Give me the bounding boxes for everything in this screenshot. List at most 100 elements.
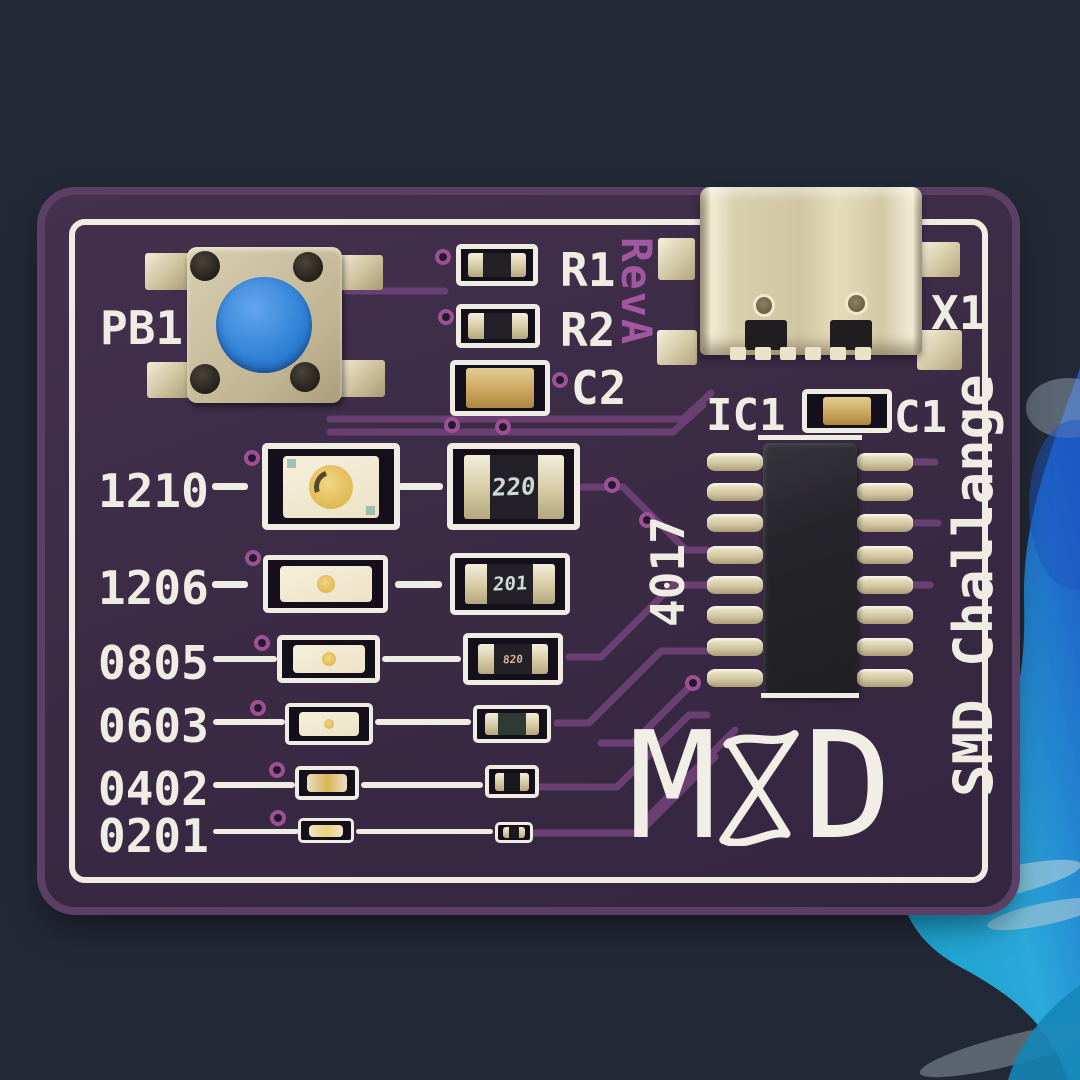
c1-label: C1 xyxy=(894,392,947,443)
resistor-court-0603 xyxy=(473,705,551,743)
button-corner-pin xyxy=(190,364,220,394)
ic-part-number: 4017 xyxy=(641,516,695,627)
led-terminal xyxy=(287,458,296,468)
ic-silk-mark xyxy=(758,435,862,440)
silk-link xyxy=(213,719,285,725)
usb-pin xyxy=(855,347,871,360)
copper-trace xyxy=(647,726,739,818)
silk-link xyxy=(356,829,493,834)
led-1210 xyxy=(283,455,379,518)
ic-pin xyxy=(857,546,913,564)
via xyxy=(269,762,285,778)
pcb-board: PB1 R1 R2 C2 RevA xyxy=(45,187,1012,907)
via xyxy=(685,675,701,691)
copper-trace xyxy=(536,711,711,791)
via xyxy=(245,550,261,566)
usb-pin xyxy=(730,347,746,360)
usb-mount-pad xyxy=(658,238,695,280)
via xyxy=(254,635,270,651)
usb-pin xyxy=(805,347,821,360)
r2-court xyxy=(456,304,540,348)
via xyxy=(270,810,286,826)
led-0603 xyxy=(299,712,359,736)
resistor-r1 xyxy=(468,253,526,277)
push-button xyxy=(187,247,342,403)
led-0201 xyxy=(309,824,343,837)
row-label-0805: 0805 xyxy=(98,636,209,690)
usb-pin xyxy=(830,347,846,360)
via xyxy=(435,249,451,265)
resistor-0402 xyxy=(495,772,529,791)
button-corner-pin xyxy=(293,252,323,282)
ic-silk-mark xyxy=(761,693,859,698)
ic-pin xyxy=(707,638,763,656)
ic1-label: IC1 xyxy=(706,390,786,441)
resistor-0805: 820 xyxy=(478,644,548,674)
resistor-court-0805: 820 xyxy=(463,633,563,685)
row-label-0603: 0603 xyxy=(98,699,209,753)
resistor-1210: 220 xyxy=(463,454,564,519)
usb-pin xyxy=(755,347,771,360)
button-pad xyxy=(335,360,385,397)
copper-trace xyxy=(641,753,719,831)
resistor-court-0201 xyxy=(495,822,533,843)
led-0402 xyxy=(307,774,347,792)
button-corner-pin xyxy=(290,362,320,392)
ic-pin xyxy=(857,669,913,687)
usb-rivet xyxy=(845,292,868,315)
ic-pin xyxy=(857,638,913,656)
usb-latch xyxy=(745,320,787,350)
led-1206 xyxy=(279,566,372,602)
board-title: SMD Challange xyxy=(942,374,1005,797)
usb-latch xyxy=(830,320,872,350)
led-die xyxy=(316,575,335,593)
capacitor-c1 xyxy=(823,397,871,425)
led-die xyxy=(321,652,336,666)
resistor-marking: 820 xyxy=(502,652,524,666)
button-pad xyxy=(147,362,193,398)
ic-pin xyxy=(707,514,763,532)
led-court-0805 xyxy=(277,635,380,683)
via xyxy=(244,450,260,466)
via xyxy=(495,419,511,435)
silk-link xyxy=(213,656,277,662)
silk-link xyxy=(395,581,442,588)
resistor-0201 xyxy=(503,827,525,838)
via xyxy=(552,372,568,388)
silk-link xyxy=(375,719,471,725)
silk-link xyxy=(212,581,248,588)
ic-chip xyxy=(763,443,857,697)
ic-pin xyxy=(857,453,913,471)
ic-pin xyxy=(707,669,763,687)
r2-label: R2 xyxy=(560,303,616,357)
usb-rivet xyxy=(753,294,775,317)
copper-trace xyxy=(565,581,711,661)
resistor-court-0402 xyxy=(485,765,539,798)
trace-layer xyxy=(244,249,942,837)
button-corner-pin xyxy=(190,251,220,281)
resistor-0603 xyxy=(485,713,539,735)
ic-pin xyxy=(857,606,913,624)
logo-letter-d: D xyxy=(803,699,893,872)
usb-pin xyxy=(780,347,796,360)
copper-trace xyxy=(597,679,697,747)
ic-pin xyxy=(707,453,763,471)
led-court-0603 xyxy=(285,703,373,745)
x1-label: X1 xyxy=(931,286,987,340)
led-court-1206 xyxy=(263,555,388,613)
via xyxy=(438,309,454,325)
led-die xyxy=(309,464,353,509)
usb-mount-pad xyxy=(657,330,697,365)
via xyxy=(444,417,460,433)
silk-link xyxy=(213,829,299,834)
ic-pin xyxy=(707,606,763,624)
revision-label: RevA xyxy=(612,237,661,347)
silk-link xyxy=(398,483,443,490)
pb1-label: PB1 xyxy=(100,301,184,355)
usb-c-connector xyxy=(700,187,922,360)
via xyxy=(250,700,266,716)
r1-label: R1 xyxy=(560,243,616,297)
c2-court xyxy=(450,360,550,416)
usb-mount-pad xyxy=(917,330,962,370)
